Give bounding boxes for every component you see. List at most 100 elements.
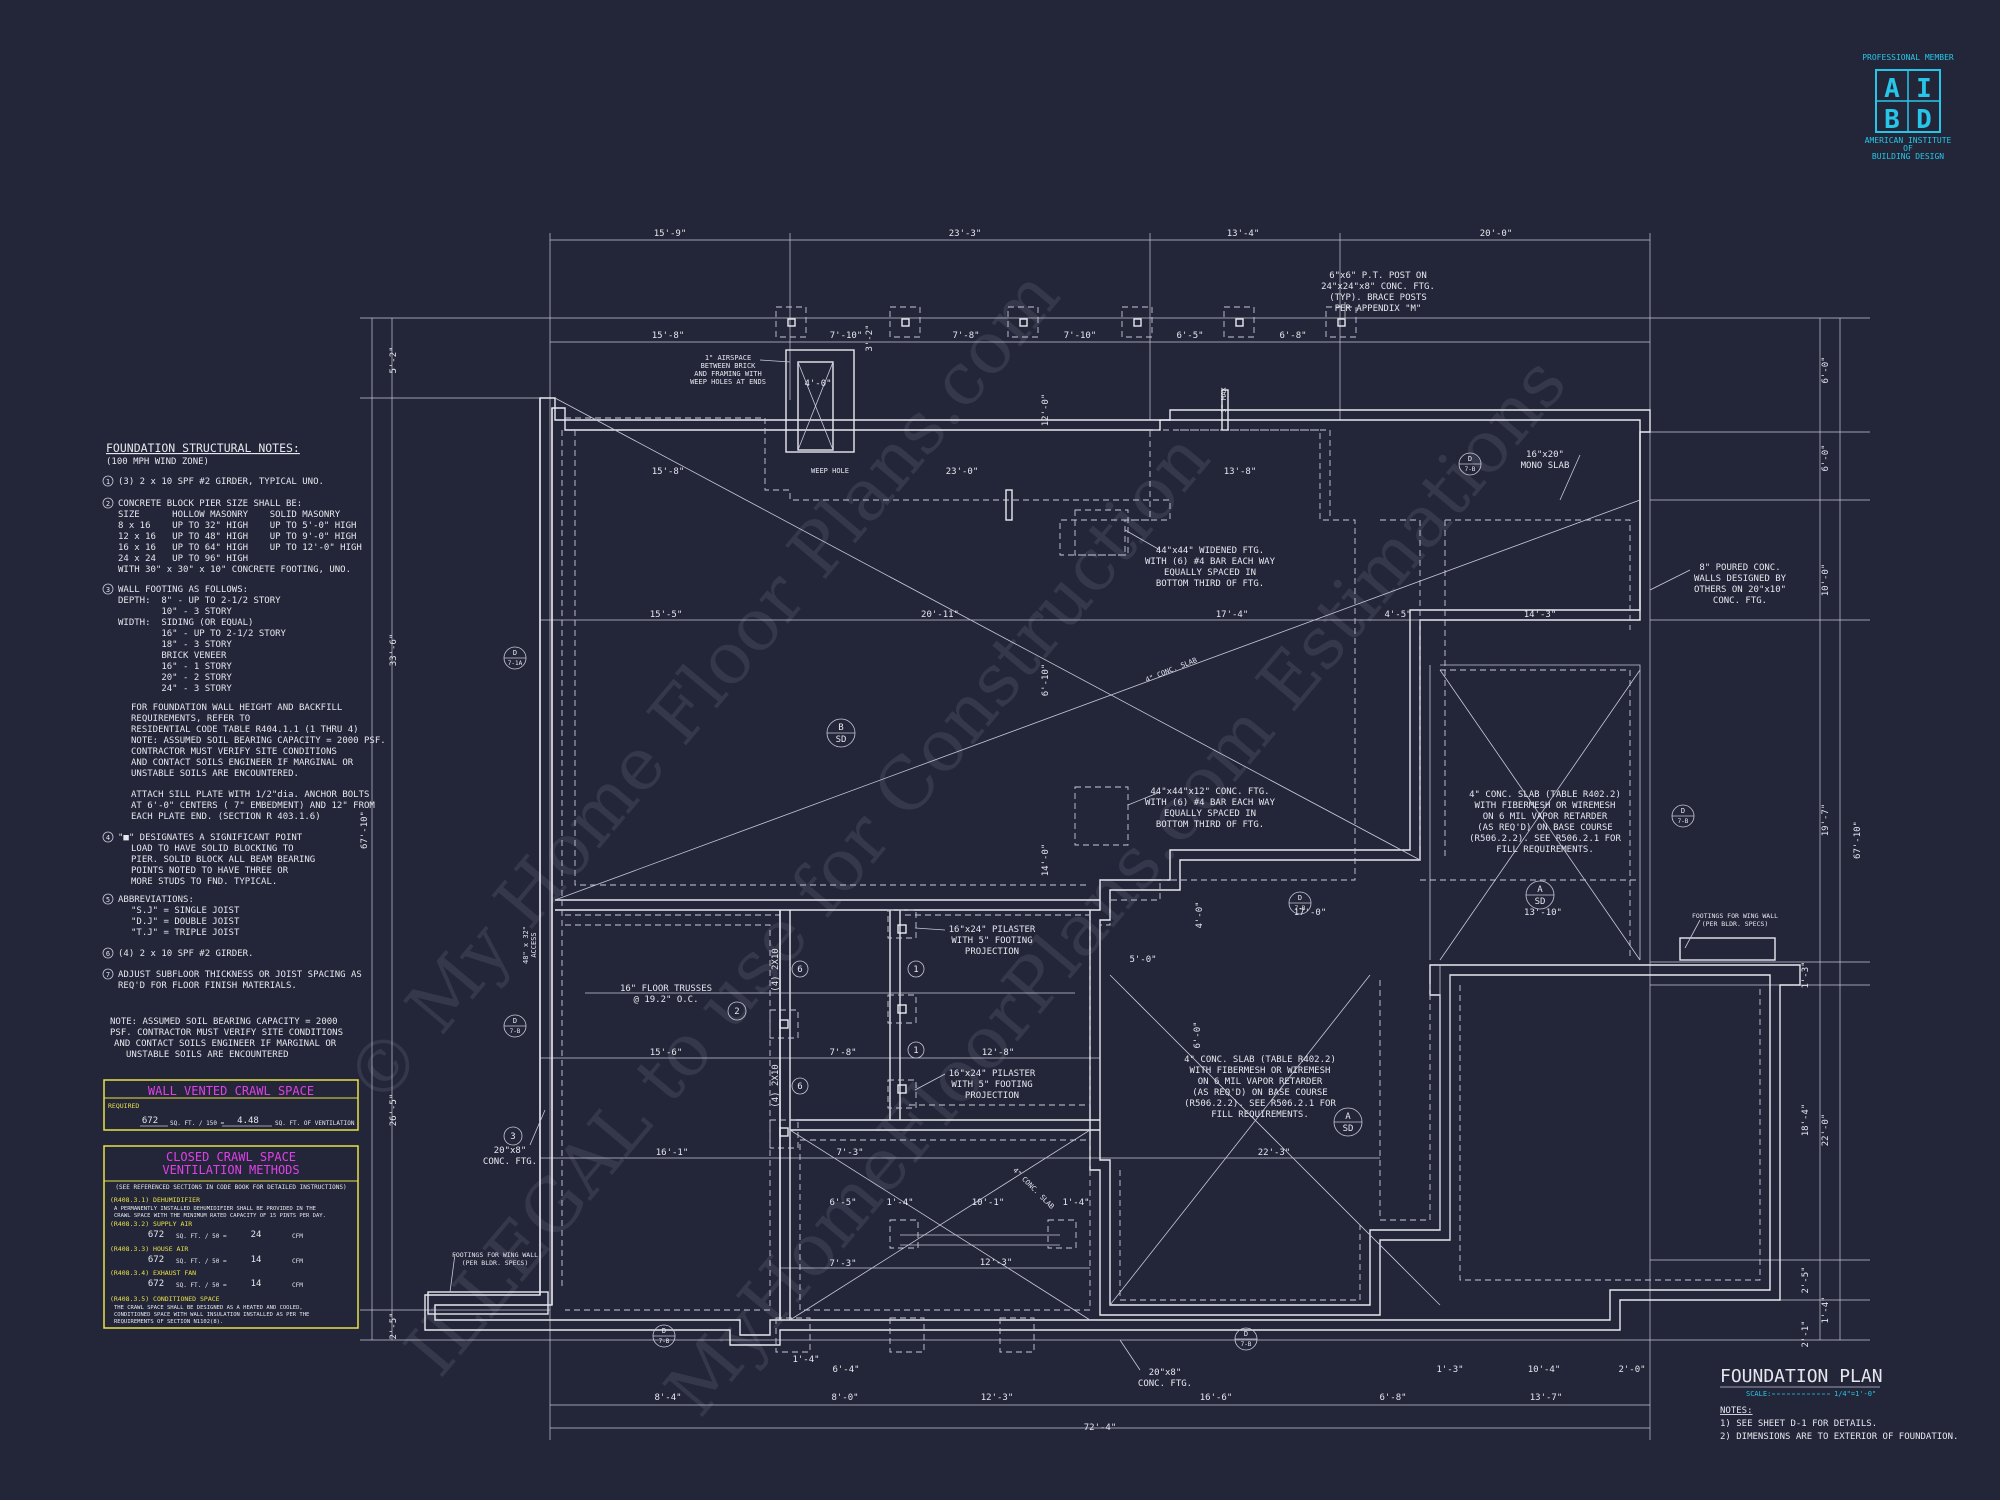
dim-top2-2: 7'-10" [830, 331, 863, 341]
structural-notes: FOUNDATION STRUCTURAL NOTES: (100 MPH WI… [102, 441, 386, 1060]
notes-subheading: (100 MPH WIND ZONE) [106, 457, 209, 467]
dim-right-overall: 67'-10" [1853, 821, 1863, 859]
dim-right-1: 6'-0" [1821, 356, 1831, 383]
label-poured-3: OTHERS ON 20"x10" [1694, 585, 1786, 595]
label-ftg2-4: BOTTOM THIRD OF FTG. [1156, 820, 1264, 830]
label-poured-2: WALLS DESIGNED BY [1694, 574, 1787, 584]
dim-right-7: 18'-4" [1801, 1104, 1811, 1137]
dim-int-29: 4'-0" [1195, 901, 1205, 928]
label-slab1-1: 4" CONC. SLAB (TABLE R402.2) [1469, 790, 1621, 800]
note-7-0: ADJUST SUBFLOOR THICKNESS OR JOIST SPACI… [118, 970, 362, 980]
section-b-top: B [838, 723, 843, 733]
detail-d3-top: D [662, 1327, 666, 1335]
label-post-2: 24"x24"x8" CONC. FTG. [1321, 282, 1435, 292]
dim-int-24: 1'-4" [792, 1355, 819, 1365]
closed-m5-label: (R408.3.5) CONDITIONED SPACE [110, 1295, 220, 1303]
note-num-1: 1 [106, 478, 110, 486]
closed-m5-text1: THE CRAWL SPACE SHALL BE DESIGNED AS A H… [114, 1305, 303, 1311]
label-wing-left-1: FOOTINGS FOR WING WALL [452, 1251, 538, 1259]
note-3-9: 24" - 3 STORY [118, 684, 232, 694]
label-girder-1: (4) 2X10 [771, 948, 781, 991]
plan-drawing [360, 233, 1870, 1440]
label-weep-hole: WEEP HOLE [811, 467, 849, 475]
closed-m4-label: (R408.3.4) EXHAUST FAN [110, 1269, 196, 1277]
dim-top-2: 23'-3" [949, 229, 982, 239]
dim-left-4: 2'-5" [389, 1312, 399, 1339]
dim-top-1: 15'-9" [654, 229, 687, 239]
note-3b-1: REQUIREMENTS, REFER TO [131, 714, 250, 724]
label-ftg-left-1: 20"x8" [494, 1146, 527, 1156]
dim-right-8: 2'-5" [1801, 1266, 1811, 1293]
label-trusses-2: @ 19.2" O.C. [633, 995, 698, 1005]
closed-m4-unit: SQ. FT. / 50 = [176, 1282, 227, 1289]
label-wing-left-2: (PER BLDR. SPECS) [462, 1259, 529, 1267]
closed-m1-text1: A PERMANENTLY INSTALLED DEHUMIDIFIER SHA… [114, 1206, 316, 1212]
detail-d6-top: D [1468, 455, 1472, 463]
note-bottom-3: UNSTABLE SOILS ARE ENCOUNTERED [126, 1050, 289, 1060]
label-slab2-4: (AS REQ'D) ON BASE COURSE [1192, 1088, 1327, 1098]
dim-int-33: 6'-0" [1193, 1021, 1203, 1048]
note-3b-0: FOR FOUNDATION WALL HEIGHT AND BACKFILL [131, 703, 342, 713]
note-3c-2: EACH PLATE END. (SECTION R 403.1.6) [131, 812, 321, 822]
dim-int-13: 7'-3" [836, 1148, 863, 1158]
detail-d7-bot: 7-B [1678, 818, 1689, 825]
closed-m1-label: (R408.3.1) DEHUMIDIFIER [110, 1196, 200, 1204]
callout-3: 3 [510, 1132, 515, 1142]
dim-top2-1: 15'-8" [652, 331, 685, 341]
dim-right-9: 1'-4" [1821, 1296, 1831, 1323]
dim-top2-3: 3'-2" [865, 324, 875, 351]
note-4-3: POINTS NOTED TO HAVE THREE OR [131, 866, 289, 876]
detail-d5-bot: 7-B [1295, 905, 1306, 912]
note-3-5: 18" - 3 STORY [118, 640, 232, 650]
closed-m3-cfm: CFM [292, 1258, 303, 1265]
dim-right-10: 2'-1" [1801, 1320, 1811, 1347]
label-slab2-3: ON 6 MIL VAPOR RETARDER [1198, 1077, 1323, 1087]
dim-int-18: 12'-3" [980, 1258, 1013, 1268]
closed-m3-area: 672 [148, 1255, 164, 1265]
note-3c-1: AT 6'-0" CENTERS ( 7" EMBEDMENT) AND 12"… [131, 801, 375, 811]
dim-int-7: 4'-5" [1384, 610, 1411, 620]
section-b-bot: SD [836, 735, 847, 745]
label-post-1: 6"x6" P.T. POST ON [1329, 271, 1427, 281]
detail-d4-top: D [1244, 1330, 1248, 1338]
dim-int-8: 14'-3" [1524, 610, 1557, 620]
dim-int-4: 15'-5" [650, 610, 683, 620]
dim-int-10: 7'-8" [829, 1048, 856, 1058]
dim-right-4: 19'-7" [1821, 804, 1831, 837]
vented-unit: SQ. FT. / 150 = [170, 1120, 225, 1127]
dim-left-1: 5'-2" [389, 346, 399, 373]
note-7-1: REQ'D FOR FLOOR FINISH MATERIALS. [118, 981, 297, 991]
label-post-3: (TYP). BRACE POSTS [1329, 293, 1427, 303]
dim-left-3: 26'-5" [389, 1094, 399, 1127]
label-pilaster2-3: PROJECTION [965, 1091, 1019, 1101]
note-3-4: 16" - UP TO 2-1/2 STORY [118, 629, 287, 639]
title-note-1: 1) SEE SHEET D-1 FOR DETAILS. [1720, 1419, 1877, 1429]
dim-int-2: 23'-0" [946, 467, 979, 477]
label-widened-4: BOTTOM THIRD OF FTG. [1156, 579, 1264, 589]
note-2-4: 16 x 16 UP TO 64" HIGH UP TO 12'-0" HIGH [118, 543, 362, 553]
note-4-1: LOAD TO HAVE SOLID BLOCKING TO [131, 844, 294, 854]
dim-bot-5: 6'-8" [1379, 1393, 1406, 1403]
logo-line3: BUILDING DESIGN [1872, 152, 1944, 161]
note-num-3: 3 [106, 586, 110, 594]
closed-m4-area: 672 [148, 1279, 164, 1289]
dim-bot-4: 16'-6" [1200, 1393, 1233, 1403]
dim-int-32: 14'-0" [1041, 844, 1051, 877]
callout-6a: 6 [797, 965, 802, 975]
dimensions-bottom: 8'-4" 8'-0" 12'-3" 16'-6" 6'-8" 13'-7" 7… [654, 1393, 1562, 1433]
note-num-7: 7 [106, 971, 110, 979]
closed-m4-val: 14 [251, 1279, 262, 1289]
vented-crawl-box: WALL VENTED CRAWL SPACE REQUIRED 672 SQ.… [103, 1079, 359, 1131]
dim-int-31: 12'-0" [1041, 394, 1051, 427]
dim-top2-7: 6'-8" [1279, 331, 1306, 341]
detail-d1-bot: 7-1A [508, 660, 523, 667]
title-note-2: 2) DIMENSIONS ARE TO EXTERIOR OF FOUNDAT… [1720, 1432, 1958, 1442]
closed-m2-val: 24 [251, 1230, 262, 1240]
dim-int-16: 13'-10" [1524, 908, 1562, 918]
dimensions-left: 5'-2" 33'-6" 26'-5" 2'-5" 67'-10" [360, 346, 399, 1339]
label-airspace-3: AND FRAMING WITH [694, 370, 761, 378]
section-a2-top: A [1345, 1112, 1351, 1122]
dimensions-right: 6'-0" 6'-0" 10'-0" 19'-7" 1'-3" 22'-0" 1… [1801, 356, 1863, 1347]
label-airspace-2: BETWEEN BRICK [701, 362, 757, 370]
label-ftg-left-2: CONC. FTG. [483, 1157, 537, 1167]
